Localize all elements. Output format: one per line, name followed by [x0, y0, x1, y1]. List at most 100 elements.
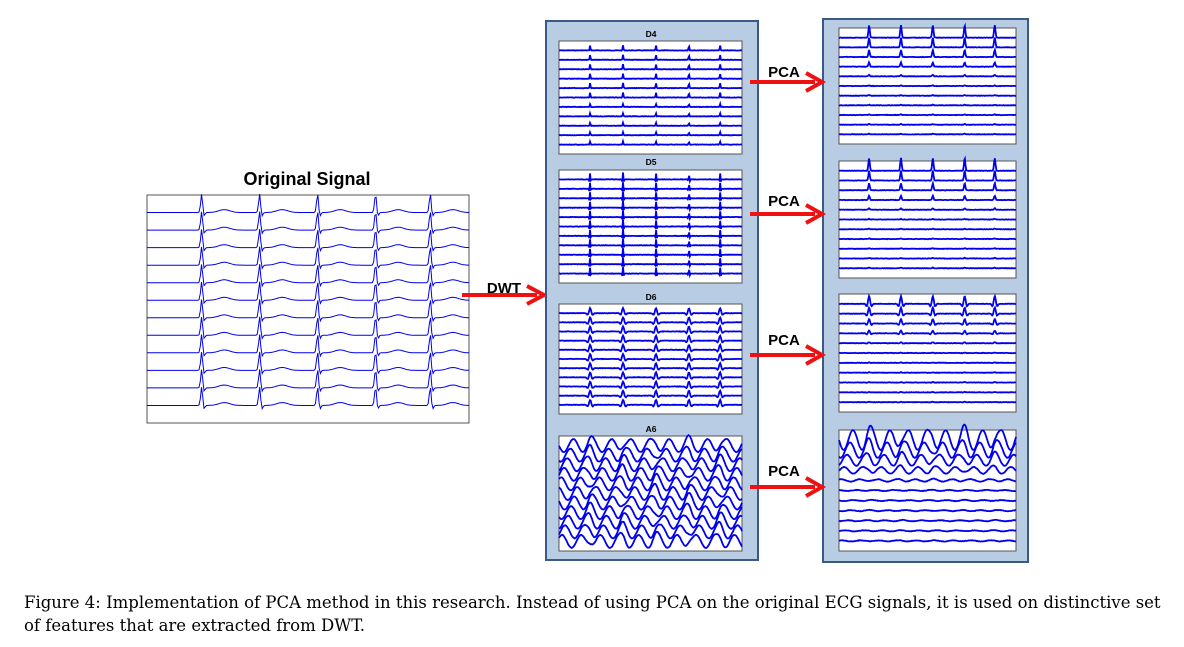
pca-panel-a6-trace — [838, 464, 1017, 475]
dwt-panel-d6-trace — [558, 305, 743, 317]
pca-panel-d5-trace — [839, 237, 1017, 241]
original-signal-trace — [147, 246, 469, 270]
pca-panel-d6-trace — [839, 390, 1017, 394]
dwt-panel-d5-trace — [558, 219, 743, 232]
dwt-panel-d5-trace — [558, 228, 743, 241]
dwt-panel-d4-trace — [559, 43, 742, 52]
dwt-label: DWT — [487, 280, 521, 297]
dwt-panel-d6-trace — [558, 333, 743, 344]
dwt-panel-d4-trace — [558, 128, 743, 137]
dwt-panel-a6-trace — [558, 501, 743, 521]
dwt-panel-d6-trace — [558, 324, 743, 335]
original-signal-frame — [146, 194, 470, 424]
dwt-panel-d6 — [558, 303, 743, 415]
pca-label: PCA — [768, 64, 800, 81]
original-signal-trace — [147, 281, 470, 305]
dwt-panel-a6-trace — [558, 511, 743, 530]
dwt-panel-d5-trace — [558, 248, 743, 260]
pca-panel-a6-trace — [839, 498, 1017, 503]
dwt-panel-d4-trace — [558, 137, 742, 146]
pca-panel-d5-trace — [838, 206, 1016, 211]
pca-panel-d4-trace — [838, 22, 1017, 39]
pca-label: PCA — [768, 193, 800, 210]
dwt-panel-a6-trace — [558, 530, 743, 550]
dwt-panel-d5-trace — [558, 238, 742, 249]
pca-panel-a6-trace — [838, 518, 1017, 523]
dwt-panel-a6-trace — [558, 472, 743, 492]
panel-label-d6: D6 — [646, 292, 657, 302]
pca-panel-a6 — [838, 423, 1017, 552]
pca-panel-a6-trace — [838, 488, 1016, 493]
original-signal-trace — [147, 299, 469, 323]
dwt-panel-d4-trace — [559, 63, 743, 71]
pca-panel-d4-trace — [838, 93, 1017, 97]
dwt-panel-a6-trace — [558, 491, 743, 511]
original-signal-trace — [147, 369, 470, 393]
original-signal-trace — [147, 316, 470, 341]
pca-panel-d5-trace — [838, 256, 1017, 260]
dwt-panel-d5-trace — [558, 182, 743, 193]
pca-panel-d6-trace — [838, 400, 1016, 404]
original-signal-trace — [147, 386, 469, 411]
dwt-panel-a6-trace — [558, 443, 743, 463]
dwt-panel-d6-trace — [558, 388, 743, 399]
pca-panel-a6-trace — [838, 539, 1017, 543]
original-signal-trace — [147, 334, 469, 358]
pca-panel-d6-trace — [838, 317, 1017, 327]
pca-panel-d6-trace — [838, 341, 1016, 345]
dwt-panel-d5-trace — [559, 191, 743, 202]
dwt-panel-d4 — [558, 40, 743, 155]
pca-panel-a6-trace — [838, 437, 1017, 459]
original-signal-trace — [147, 193, 469, 218]
pca-panel-d6-trace — [839, 371, 1016, 374]
pca-panel-d4-trace — [839, 59, 1017, 68]
panel-label-d5: D5 — [646, 157, 657, 167]
dwt-panel-d5-trace — [558, 172, 743, 185]
pca-panel-d6-trace — [839, 361, 1017, 365]
pca-panel-d6-trace — [838, 305, 1017, 317]
pca-arrow — [750, 344, 827, 366]
pca-panel-d4-trace — [838, 132, 1017, 136]
pca-arrows: PCA PCA PCA PCA — [750, 64, 827, 498]
dwt-panel-d6-trace — [559, 360, 743, 372]
dwt-panel-d6-trace — [558, 342, 743, 353]
pca-panel-d5-trace — [839, 217, 1017, 221]
pca-arrow — [750, 71, 827, 93]
panel-label-d4: D4 — [646, 29, 657, 39]
dwt-panel-d6-trace — [558, 370, 743, 381]
dwt-panel-d4-trace — [559, 110, 742, 118]
original-signal-trace — [147, 264, 469, 288]
pca-panel-d5-trace — [838, 155, 1017, 173]
dwt-panel-a6-trace — [558, 434, 743, 454]
dwt-panel-a6 — [558, 434, 743, 552]
pca-panel-a6-trace — [838, 529, 1017, 533]
pca-panel-a6-trace — [838, 423, 1017, 452]
pca-panel-d6-trace — [839, 351, 1017, 355]
pca-panel-d4-trace — [838, 84, 1017, 88]
pca-panel-d6-trace — [838, 329, 1017, 336]
pca-panel-d4-trace — [838, 103, 1016, 107]
dwt-panel-d5-trace — [558, 266, 743, 279]
dwt-panel-d4-trace — [558, 119, 743, 128]
pca-panel-d5-trace — [838, 168, 1017, 182]
pca-panel-d4-trace — [838, 46, 1017, 59]
dwt-panel-d5-trace — [558, 200, 743, 213]
pca-panel-d6-trace — [839, 292, 1017, 308]
pca-panel-d4-trace — [839, 113, 1017, 117]
pca-label: PCA — [768, 463, 800, 480]
dwt-panel-d6-trace — [559, 352, 743, 362]
dwt-panel-d4-trace — [558, 72, 743, 80]
pca-label: PCA — [768, 332, 800, 349]
pca-panel-a6-trace — [838, 508, 1017, 513]
dwt-panel-d6-trace — [558, 315, 742, 326]
dwt-panel-d4-trace — [559, 53, 743, 61]
original-signal-trace — [147, 229, 470, 253]
dwt-panel-a6-trace — [558, 453, 743, 473]
figure-caption: Figure 4: Implementation of PCA method i… — [24, 593, 1161, 635]
dwt-panel-d4-trace — [558, 100, 743, 109]
pca-panel-d6 — [838, 292, 1017, 413]
original-signal-title: Original Signal — [243, 169, 370, 189]
pca-panel-d4-trace — [839, 36, 1017, 49]
pca-panel-d4-trace — [838, 122, 1016, 126]
